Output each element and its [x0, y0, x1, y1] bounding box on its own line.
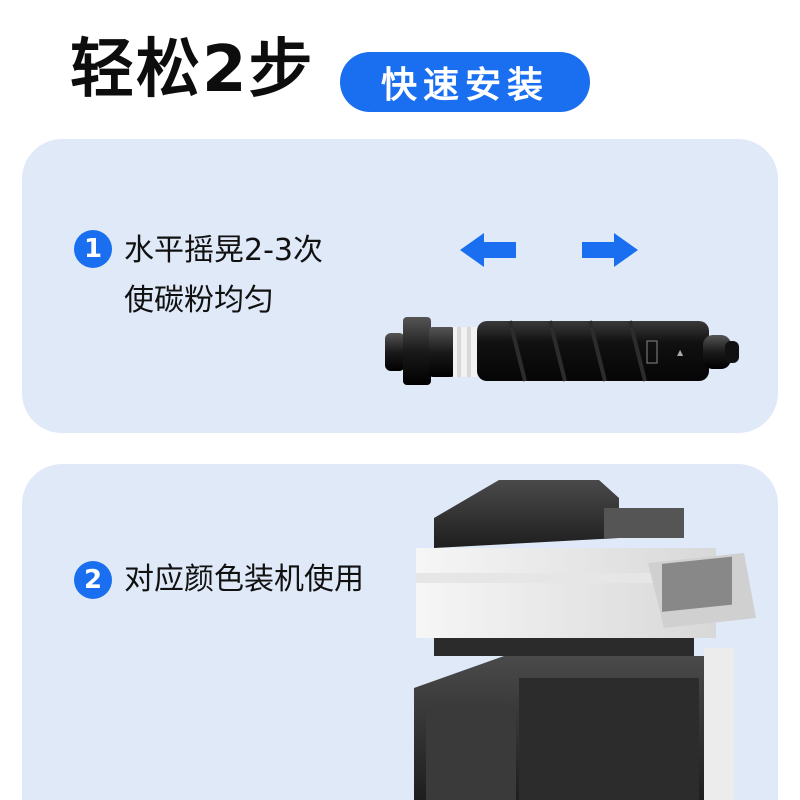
- step-1-line-2: 使碳粉均匀: [124, 283, 274, 318]
- step-2-number: 2: [74, 561, 112, 599]
- svg-text:▲: ▲: [677, 348, 684, 357]
- page-title: 轻松2步: [70, 33, 315, 107]
- toner-cartridge-image: ▲: [385, 317, 739, 385]
- step-1-number: 1: [74, 230, 112, 268]
- header-badge: 快速安装: [340, 52, 590, 112]
- arrow-left-icon: [460, 233, 516, 267]
- step-1-card: [22, 139, 778, 433]
- step-2-line-1: 对应颜色装机使用: [124, 562, 364, 597]
- arrow-right-icon: [582, 233, 638, 267]
- step-1-line-1: 水平摇晃2-3次: [124, 233, 323, 268]
- printer-image: [414, 480, 756, 800]
